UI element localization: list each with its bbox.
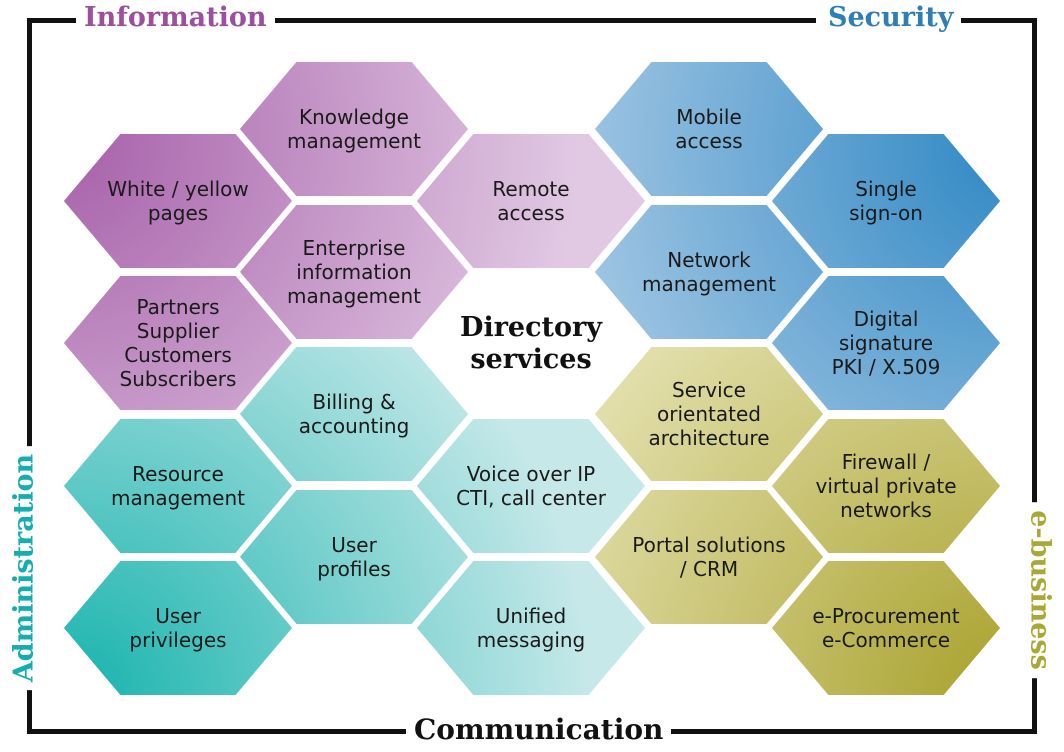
hexagon-label-service-orientated-architecture: Service orientated architecture (648, 378, 770, 450)
hexagon-label-knowledge-management: Knowledge management (287, 105, 421, 153)
hexagon-e-procurement (765, 555, 1007, 701)
corner-label-communication: Communication (406, 716, 672, 744)
corner-label-information: Information (76, 4, 275, 31)
border-bottom-left (27, 729, 409, 734)
hexagon-label-user-privileges: User privileges (129, 604, 227, 652)
hexagon-label-portal-solutions: Portal solutions / CRM (632, 533, 786, 581)
hexagon-label-firewall-vpn: Firewall / virtual private networks (815, 450, 957, 522)
hexagon-label-resource-management: Resource management (111, 462, 245, 510)
border-right-bottom (1032, 672, 1037, 734)
corner-label-security: Security (820, 4, 962, 31)
border-right-top (1032, 18, 1037, 504)
hexagon-label-remote-access: Remote access (492, 177, 570, 225)
corner-label-ebusiness: e-business (1025, 502, 1056, 678)
hexagon-label-single-sign-on: Single sign-on (849, 177, 923, 225)
hexagon-label-digital-signature: Digital signature PKI / X.509 (831, 307, 941, 379)
hexagon-user-privileges (57, 555, 299, 701)
hexagon-label-unified-messaging: Unified messaging (476, 604, 586, 652)
hexagon-label-e-procurement: e-Procurement e-Commerce (812, 604, 960, 652)
corner-label-administration: Administration (9, 445, 40, 691)
hexagon-label-enterprise-information-management: Enterprise information management (287, 236, 421, 308)
hexagon-label-white-yellow-pages: White / yellow pages (107, 177, 249, 225)
hexagon-label-voice-over-ip: Voice over IP CTI, call center (456, 462, 606, 510)
border-top-left (27, 18, 78, 23)
hexagon-directory-services (413, 274, 649, 414)
border-top-right (958, 18, 1037, 23)
hexagon-label-partners-supplier: Partners Supplier Customers Subscribers (119, 295, 237, 391)
border-top-middle (268, 18, 816, 23)
hexagon-label-billing-accounting: Billing & accounting (298, 390, 410, 438)
hexagon-label-network-management: Network management (642, 248, 776, 296)
hexagon-unified-messaging (410, 555, 652, 701)
border-bottom-right (652, 729, 1037, 734)
hexagon-label-user-profiles: User profiles (317, 533, 391, 581)
border-left-top (27, 18, 32, 458)
border-left-bottom (27, 686, 32, 734)
hexagon-label-mobile-access: Mobile access (675, 105, 743, 153)
center-label: Directory services (460, 312, 602, 375)
